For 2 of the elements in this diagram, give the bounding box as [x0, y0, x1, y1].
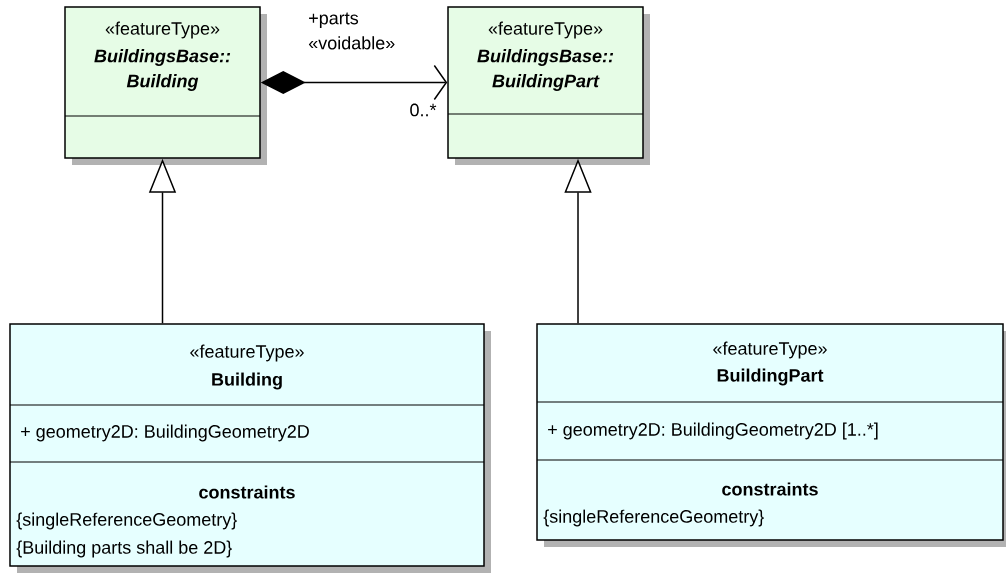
edge-label: +parts «voidable» — [308, 12, 395, 50]
multiplicity-label: 0..* — [410, 103, 437, 117]
